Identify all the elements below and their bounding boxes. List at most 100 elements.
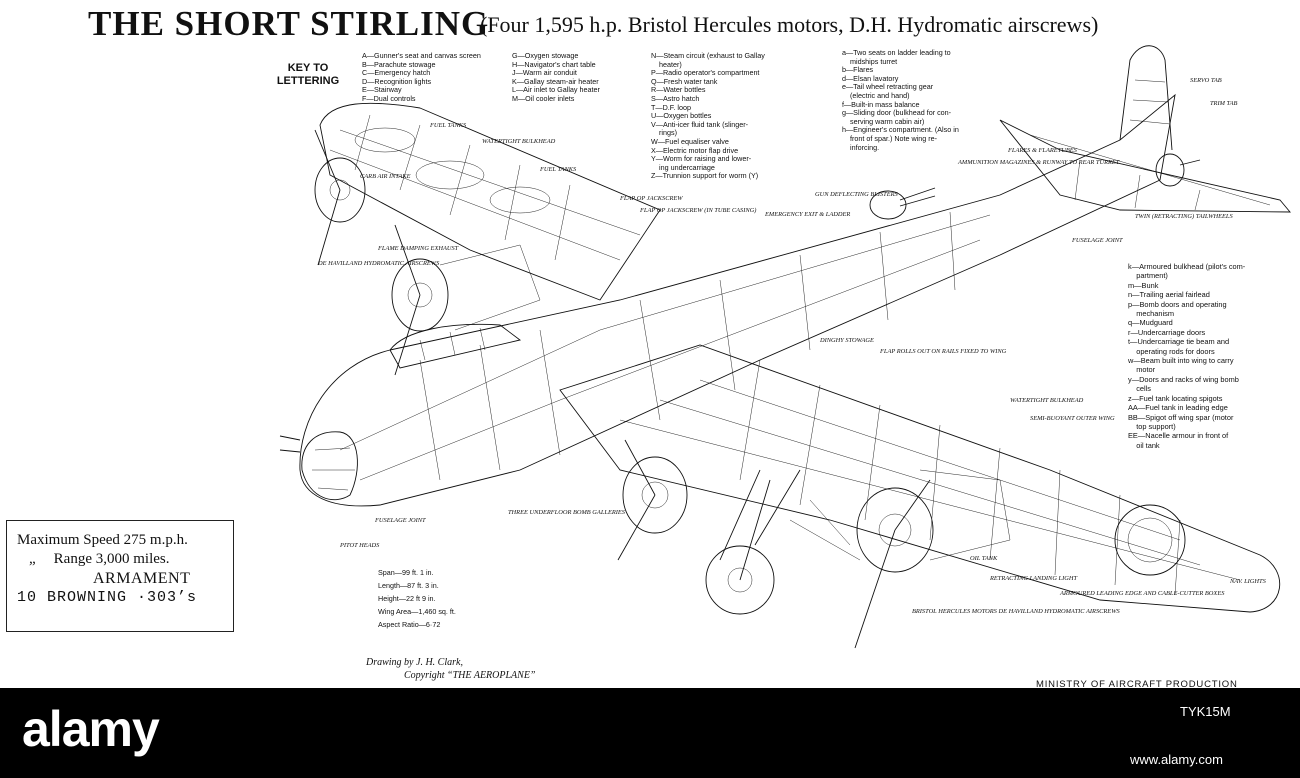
label-flap-op-jackscrew-tube: FLAP OP JACKSCREW (IN TUBE CASING) (639, 207, 756, 214)
key-entry: Length—87 ft. 3 in. (378, 581, 439, 590)
label-watertight-bulkhead-1: WATERTIGHT BULKHEAD (482, 138, 556, 145)
dimensions-list: Span—99 ft. 1 in. Length—87 ft. 3 in. Heig… (378, 566, 456, 631)
ministry-credit: MINISTRY OF AIRCRAFT PRODUCTION (1036, 679, 1238, 690)
label-semi-buoyant: SEMI-BUOYANT OUTER WING (1030, 415, 1115, 422)
range-row: „Range 3,000 miles. (17, 550, 225, 569)
stirling-cutaway-drawing: FUEL TANKS WATERTIGHT BULKHEAD FUEL TANK… (279, 45, 1291, 649)
key-heading-line2: LETTERING (276, 75, 340, 87)
key-entry: AA—Fuel tank in leading edge (1128, 403, 1228, 413)
key-entry: midships turret (842, 56, 898, 66)
label-ammunition-magazines: AMMUNITION MAGAZINES & RUNWAY TO REAR TU… (957, 159, 1120, 166)
undercarriage (705, 469, 861, 615)
key-entry: ing undercarriage (651, 162, 715, 172)
label-emergency-exit: EMERGENCY EXIT & LADDER (764, 211, 850, 218)
watermark-bar (0, 688, 1300, 778)
performance-box: Maximum Speed 275 m.p.h. „Range 3,000 mi… (6, 520, 234, 632)
key-entry: BB—Spigot off wing spar (motor (1128, 412, 1234, 422)
key-entry: b—Flares (842, 65, 874, 75)
key-entry: X—Electric motor flap drive (651, 145, 739, 155)
key-entry: w—Beam built into wing to carry (1128, 356, 1234, 366)
key-entry: r—Undercarriage doors (1128, 327, 1206, 337)
key-entry: C—Emergency hatch (362, 68, 431, 78)
armament-heading: ARMAMENT (93, 570, 191, 587)
key-entry: K—Gallay steam-air heater (512, 76, 599, 86)
key-entry: U—Oxygen bottles (651, 111, 712, 121)
key-entry: L—Air inlet to Gallay heater (512, 85, 600, 95)
label-flares-tubes: FLARES & FLARETUBES (1007, 147, 1078, 154)
key-entry: Height—22 ft 9 in. (378, 594, 436, 603)
key-heading: KEY TO LETTERING (268, 62, 348, 88)
key-entry: rings) (651, 128, 677, 138)
key-entry: T—D.F. loop (651, 102, 691, 112)
key-entry: f—Built-in mass balance (842, 99, 920, 109)
page-title: THE SHORT STIRLING (88, 4, 490, 43)
ditto-mark: „ (29, 551, 36, 567)
key-entry: z—Fuel tank locating spigots (1128, 393, 1223, 403)
label-fuel-tanks-2: FUEL TANKS (539, 166, 577, 173)
nose-turret (279, 431, 358, 501)
label-pitot-heads: PITOT HEADS (339, 542, 380, 549)
key-entry: serving warm cabin air) (842, 116, 925, 126)
key-entry: E—Stairway (362, 85, 402, 95)
image-id: TYK15M (1180, 704, 1231, 719)
key-entry: n—Trailing aerial fairlead (1128, 290, 1210, 300)
label-three-underfloor: THREE UNDERFLOOR BOMB GALLERIES (508, 509, 626, 516)
key-entry: operating rods for doors (1128, 346, 1215, 356)
key-entry: S—Astro hatch (651, 93, 700, 103)
key-entry: N—Steam circuit (exhaust to Gallay (651, 51, 765, 60)
label-fuel-tanks-1: FUEL TANKS (429, 122, 467, 129)
key-entry: P—Radio operator's compartment (651, 68, 760, 78)
key-entry: y—Doors and racks of wing bomb (1128, 374, 1239, 384)
label-servo-tab: SERVO TAB (1190, 77, 1222, 84)
label-retracting-light: RETRACTING LANDING LIGHT (989, 575, 1077, 582)
key-entry: cells (1128, 384, 1151, 394)
label-twin-tailwheels: TWIN (RETRACTING) TAILWHEELS (1135, 213, 1233, 220)
key-entry: mechanism (1128, 309, 1175, 319)
credit-line1: Drawing by J. H. Clark, (366, 657, 463, 668)
key-entry: B—Parachute stowage (362, 59, 436, 69)
tail-turret (1155, 153, 1201, 187)
key-entry: oil tank (1128, 440, 1160, 450)
tail-assembly (999, 45, 1291, 213)
far-wing (319, 102, 661, 301)
key-entry: q—Mudguard (1128, 318, 1173, 328)
key-entry: m—Bunk (1128, 280, 1159, 290)
label-dinghy-stowage: DINGHY STOWAGE (819, 337, 874, 344)
key-entry: d—Elsan lavatory (842, 73, 899, 83)
drawing-credit: Drawing by J. H. Clark, Copyright “THE A… (366, 656, 536, 682)
near-engines (617, 439, 1011, 649)
key-entry: F—Dual controls (362, 93, 416, 103)
key-entry: (electric and hand) (842, 90, 910, 100)
label-watertight-bulkhead-2: WATERTIGHT BULKHEAD (1010, 397, 1084, 404)
cockpit-canopy (389, 324, 522, 369)
watermark-url: www.alamy.com (1130, 752, 1223, 767)
key-entry: Y—Worm for raising and lower- (651, 154, 752, 164)
key-entry: t—Undercarriage tie beam and (1128, 337, 1230, 347)
key-entry: Z—Trunnion support for worm (Y) (651, 171, 759, 181)
key-entry: H—Navigator's chart table (512, 59, 596, 69)
key-entry: Wing Area—1,460 sq. ft. (378, 607, 456, 616)
key-entry: R—Water bottles (651, 85, 706, 95)
key-entry: V—Anti-icer fluid tank (slinger- (651, 119, 749, 129)
key-entry: M—Oil cooler inlets (512, 93, 575, 103)
diagram-labels: FUEL TANKS WATERTIGHT BULKHEAD FUEL TANK… (317, 77, 1267, 615)
far-engines (314, 129, 541, 376)
key-entry: partment) (1128, 271, 1168, 281)
key-column-5: k—Armoured bulkhead (pilot's com- partme… (1128, 262, 1245, 450)
alamy-logo: alamy (22, 701, 160, 757)
key-column-3: N—Steam circuit (exhaust to Gallay heate… (651, 51, 765, 181)
label-bristol-hercules: BRISTOL HERCULES MOTORS DE HAVILLAND HYD… (912, 608, 1121, 615)
key-entry: k—Armoured bulkhead (pilot's com- (1128, 262, 1246, 271)
label-carb-air-intake: CARB AIR INTAKE (360, 173, 411, 180)
key-entry: p—Bomb doors and operating (1128, 299, 1227, 309)
page-subtitle: (Four 1,595 h.p. Bristol Hercules motors… (480, 12, 1099, 37)
key-entry: a—Two seats on ladder leading to (842, 48, 951, 57)
key-entry: front of spar.) Note wing re- (842, 133, 938, 143)
key-entry: Q—Fresh water tank (651, 76, 718, 86)
label-fuselage-joint-front: FUSELAGE JOINT (374, 517, 426, 524)
label-flap-op-jackscrew: FLAP OP JACKSCREW (619, 195, 683, 202)
key-entry: Span—99 ft. 1 in. (378, 568, 434, 577)
key-column-4: a—Two seats on ladder leading to midship… (842, 48, 959, 152)
